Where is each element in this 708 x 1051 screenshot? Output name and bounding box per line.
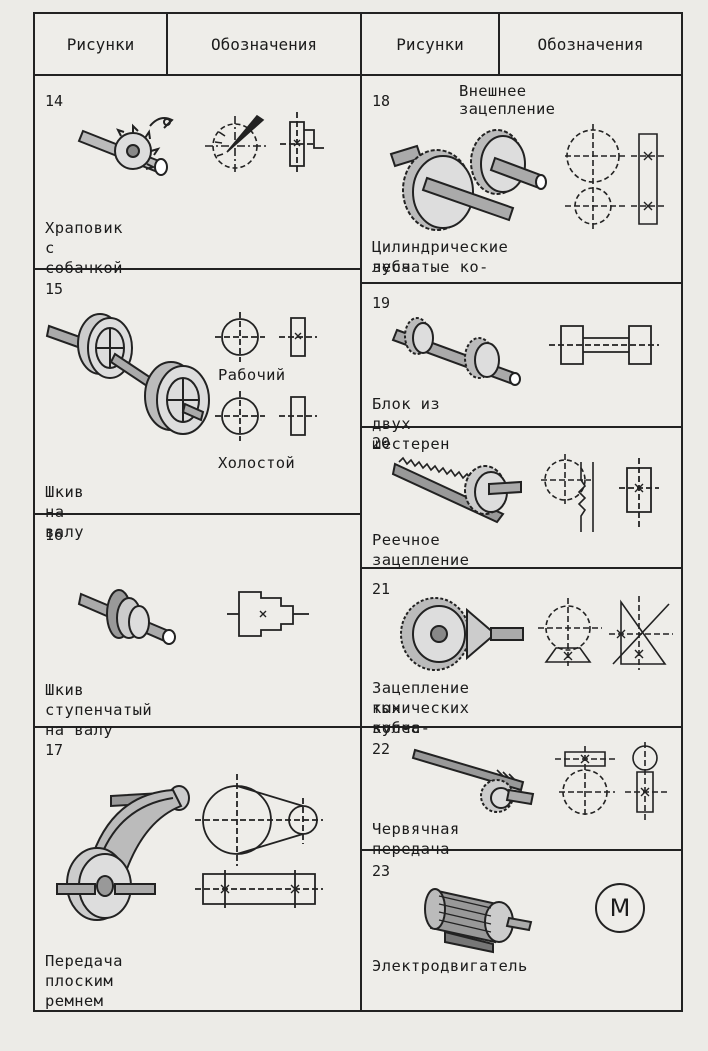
gear-block-symbol-icon — [549, 320, 659, 370]
item-number: 15 — [45, 280, 64, 298]
working-pulley-side-icon — [279, 312, 319, 362]
rack-pinion-drawing — [393, 454, 523, 524]
grid-line — [360, 14, 362, 1010]
item-caption: Блок из двух шестерен — [372, 395, 450, 453]
grid-line — [498, 14, 500, 74]
ratchet-side-symbol-icon — [280, 108, 340, 178]
header-symbols-right: Обозначения — [537, 34, 644, 54]
electric-motor-drawing — [423, 876, 535, 954]
item-number: 14 — [45, 92, 64, 110]
pulley-label-idle: Холостой — [218, 454, 296, 472]
gear-block-drawing — [393, 312, 523, 392]
header-pictures-right: Рисунки — [396, 34, 464, 54]
item-number: 21 — [372, 580, 391, 598]
item-caption-line2: леса — [372, 258, 411, 276]
grid-line — [360, 567, 681, 569]
item-caption: Храповик с собачкой — [45, 219, 123, 277]
belt-drive-symbol-icon — [195, 774, 325, 949]
item-caption-line2: тых колес — [372, 699, 421, 737]
belt-drive-drawing — [55, 784, 195, 934]
header-symbols-left: Обозначения — [211, 34, 317, 54]
bevel-gears-side-icon — [609, 594, 675, 670]
grid-line — [35, 726, 360, 728]
worm-gear-side-icon — [621, 742, 671, 820]
spur-gears-symbol-icon — [565, 122, 675, 234]
grid-line — [166, 14, 168, 74]
motor-symbol: М — [595, 883, 645, 933]
ratchet-drawing — [75, 106, 185, 181]
item-number: 20 — [372, 434, 391, 452]
grid-line — [360, 282, 681, 284]
motor-symbol-letter: М — [609, 894, 631, 922]
rack-pinion-symbol-icon — [541, 452, 601, 532]
item-caption: Шкив ступенчатый на валу — [45, 681, 153, 739]
grid-line — [360, 849, 681, 851]
bevel-gears-symbol-icon — [538, 596, 608, 668]
item-number: 19 — [372, 294, 391, 312]
item-number: 22 — [372, 740, 391, 758]
idle-pulley-side-icon — [279, 391, 319, 441]
header-pictures-left: Рисунки — [66, 34, 135, 54]
item-caption: Червячная передача — [372, 820, 460, 858]
item-caption-line1: Зацепление конических зубча- — [372, 679, 470, 737]
item-number: 23 — [372, 862, 391, 880]
item-caption: Передача плоским ремнем — [45, 952, 123, 1010]
item-number: 17 — [45, 741, 64, 759]
worm-gear-drawing — [413, 744, 537, 816]
ratchet-symbol-icon — [205, 108, 275, 178]
working-pulley-symbol-icon — [215, 312, 265, 362]
item-caption: Шкив на валу — [45, 483, 84, 541]
worm-gear-symbol-icon — [555, 744, 621, 818]
rack-pinion-side-icon — [619, 458, 663, 528]
item-number: 16 — [45, 526, 64, 544]
spur-gears-drawing — [387, 118, 547, 238]
item-number: 18 — [372, 92, 391, 110]
bevel-gears-drawing — [395, 594, 525, 674]
idle-pulley-symbol-icon — [215, 391, 265, 441]
external-mesh-note: Внешнее зацепление — [459, 82, 556, 118]
grid-line — [35, 74, 681, 76]
symbols-table: Рисунки Обозначения Рисунки Обозначения … — [33, 12, 683, 1012]
grid-line — [35, 268, 360, 270]
pulley-label-working: Рабочий — [218, 366, 286, 384]
item-caption: Электродвигатель — [372, 957, 528, 975]
grid-line — [360, 726, 681, 728]
stepped-pulley-drawing — [79, 580, 179, 650]
grid-line — [360, 426, 681, 428]
stepped-pulley-symbol-icon — [227, 584, 317, 644]
pulleys-drawing — [45, 304, 205, 444]
item-caption: Реечное зацепление — [372, 531, 470, 569]
item-caption-line1: Цилиндрические зубчатые ко- — [372, 238, 509, 276]
grid-line — [35, 513, 360, 515]
